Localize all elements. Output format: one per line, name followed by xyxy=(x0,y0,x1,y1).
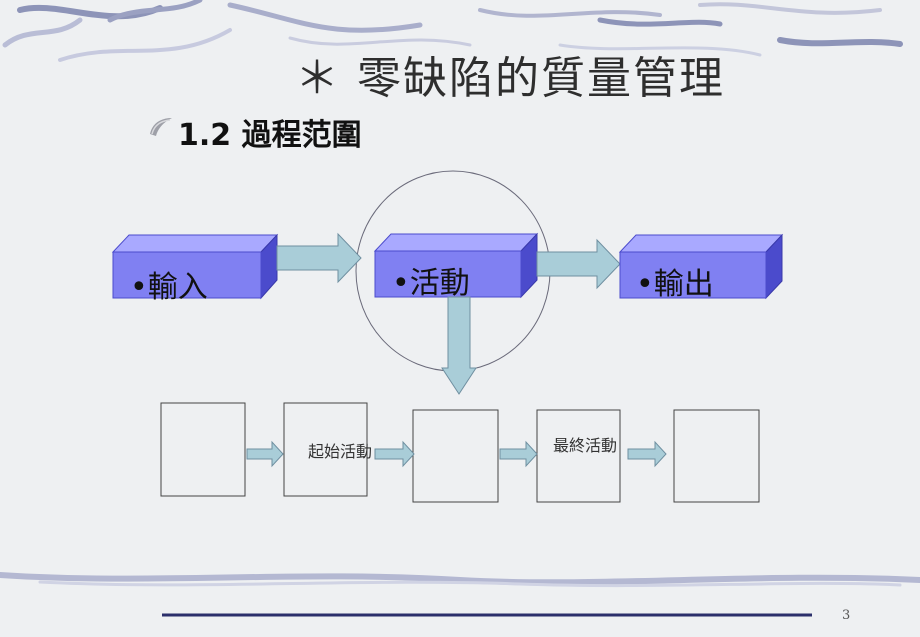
flow-box-final-activity xyxy=(536,409,621,503)
top-swirl-decoration xyxy=(2,0,903,62)
flow-arrow-1 xyxy=(246,440,284,468)
flow-box-3 xyxy=(412,409,499,503)
final-activity-label: 最終活動 xyxy=(553,436,618,455)
page-number: 3 xyxy=(842,608,851,623)
slide-subtitle: 1.2 過程范圍 xyxy=(178,118,362,153)
swirl-bullet-icon xyxy=(150,118,172,136)
arrow-activity-down xyxy=(441,296,477,395)
arrow-activity-to-output xyxy=(536,238,621,290)
flow-box-5 xyxy=(673,409,760,503)
output-box xyxy=(618,233,784,300)
bottom-swirl-decoration xyxy=(0,572,920,588)
input-label: •輸入 xyxy=(130,270,208,305)
flow-arrow-4 xyxy=(627,440,667,468)
flow-box-start-activity xyxy=(283,402,368,497)
flow-arrow-2 xyxy=(374,440,415,468)
output-label: •輸出 xyxy=(636,267,714,302)
flow-box-1 xyxy=(160,402,246,497)
activity-label: •活動 xyxy=(392,266,470,301)
arrow-input-to-activity xyxy=(276,232,362,284)
slide-title: ＊ 零缺陷的質量管理 xyxy=(295,53,725,104)
input-box xyxy=(111,233,279,300)
start-activity-label: 起始活動 xyxy=(308,442,373,461)
flow-arrow-3 xyxy=(499,440,538,468)
